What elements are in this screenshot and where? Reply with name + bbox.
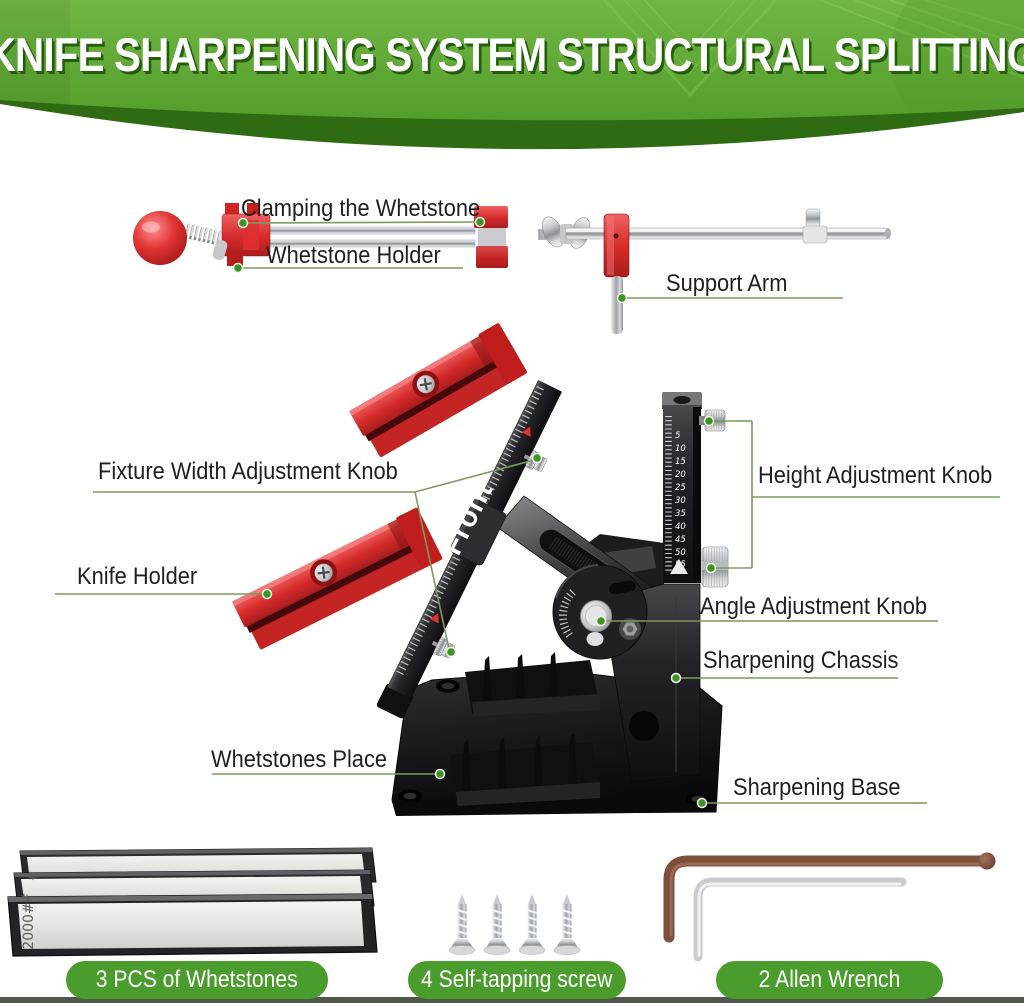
callout-dots (232, 216, 717, 809)
whetstones-pill: 3 PCS of Whetstones (66, 961, 328, 999)
arm-vertical-rod (611, 276, 623, 334)
angle-scale (559, 589, 576, 639)
rail-ruler-ticks (396, 554, 461, 676)
ball-handle (133, 211, 187, 265)
callout-support-arm: Support Arm (666, 270, 788, 297)
banner-title: KNIFE SHARPENING SYSTEM STRUCTURAL SPLIT… (0, 28, 1024, 81)
screw (518, 894, 546, 955)
banner-pattern (0, 0, 1024, 121)
base-screw-hole (436, 679, 460, 693)
whetstones-place-front-slot (450, 733, 600, 806)
rail-marker (521, 426, 531, 437)
knife-holder-lower (231, 507, 443, 650)
screws-pill-label: 4 Self-tapping screw (421, 966, 613, 993)
callout-sharpening-base: Sharpening Base (733, 774, 901, 801)
base-screw-hole (398, 789, 422, 803)
svg-text:10: 10 (675, 444, 686, 454)
support-arm-part (538, 208, 891, 334)
screw (553, 894, 581, 955)
callout-knife-holder: Knife Holder (77, 563, 198, 590)
chassis-hole (629, 711, 659, 741)
allen-wrenches (663, 852, 996, 962)
whetstones-set: # # 2000# (7, 847, 378, 957)
right-clamp-bottom (476, 246, 508, 268)
svg-text:#: # (19, 893, 33, 903)
callout-angle-knob: Angle Adjustment Knob (700, 593, 928, 620)
screw (483, 894, 511, 955)
svg-text:30: 30 (675, 496, 686, 506)
svg-text:50: 50 (675, 548, 686, 558)
callout-height-knob: Height Adjustment Knob (758, 462, 993, 489)
svg-text:40: 40 (675, 522, 686, 532)
clamp-pin (212, 239, 228, 261)
rail-ruler-ticks (480, 384, 545, 505)
whetstone-holder-part (133, 203, 508, 268)
self-tapping-screws (448, 894, 581, 955)
knife-holder-upper (349, 323, 527, 457)
column-ruler-numbers: 5 10 15 20 25 30 35 40 45 50 55 (675, 431, 686, 570)
bottom-edge-strip (0, 997, 1024, 1003)
svg-text:35: 35 (675, 509, 686, 519)
stone-grit-marks: # # 2000# (19, 871, 39, 950)
callout-sharpening-chassis: Sharpening Chassis (703, 647, 899, 674)
whetstones-pill-label: 3 PCS of Whetstones (96, 966, 298, 993)
rail-marker (429, 613, 439, 624)
column-index-marker (670, 559, 688, 574)
svg-text:#: # (25, 871, 39, 881)
whetstone-3 (7, 893, 378, 957)
svg-text:25: 25 (675, 483, 686, 493)
allen-wrench-silver (693, 877, 907, 962)
allen-wrench-brown (663, 855, 988, 943)
front-rail (376, 380, 562, 719)
svg-text:45: 45 (675, 535, 686, 545)
svg-text:20: 20 (675, 470, 686, 480)
guide-rod (269, 226, 476, 235)
svg-text:15: 15 (675, 457, 686, 467)
svg-text:2000#: 2000# (21, 902, 37, 949)
callout-clamping-whetstone: Clamping the Whetstone (241, 195, 481, 222)
pivot-assembly (552, 564, 648, 660)
screws-pill: 4 Self-tapping screw (408, 961, 626, 999)
banner-graphic (0, 0, 1024, 150)
stop-collar (802, 225, 828, 244)
svg-text:5: 5 (675, 431, 680, 441)
callout-whetstone-holder: Whetstone Holder (266, 242, 441, 269)
wrenches-pill-label: 2 Allen Wrench (758, 966, 901, 993)
callout-fixture-width-knob: Fixture Width Adjustment Knob (98, 458, 398, 485)
whetstones-place-back-slot (465, 652, 600, 716)
ball-end (978, 852, 996, 870)
stop-collar-screw (805, 208, 821, 228)
wrenches-pill: 2 Allen Wrench (716, 961, 943, 999)
callout-lines (55, 221, 1000, 804)
kidney-slot (609, 580, 636, 595)
screw (448, 894, 476, 955)
callout-whetstones-place: Whetstones Place (211, 746, 388, 773)
